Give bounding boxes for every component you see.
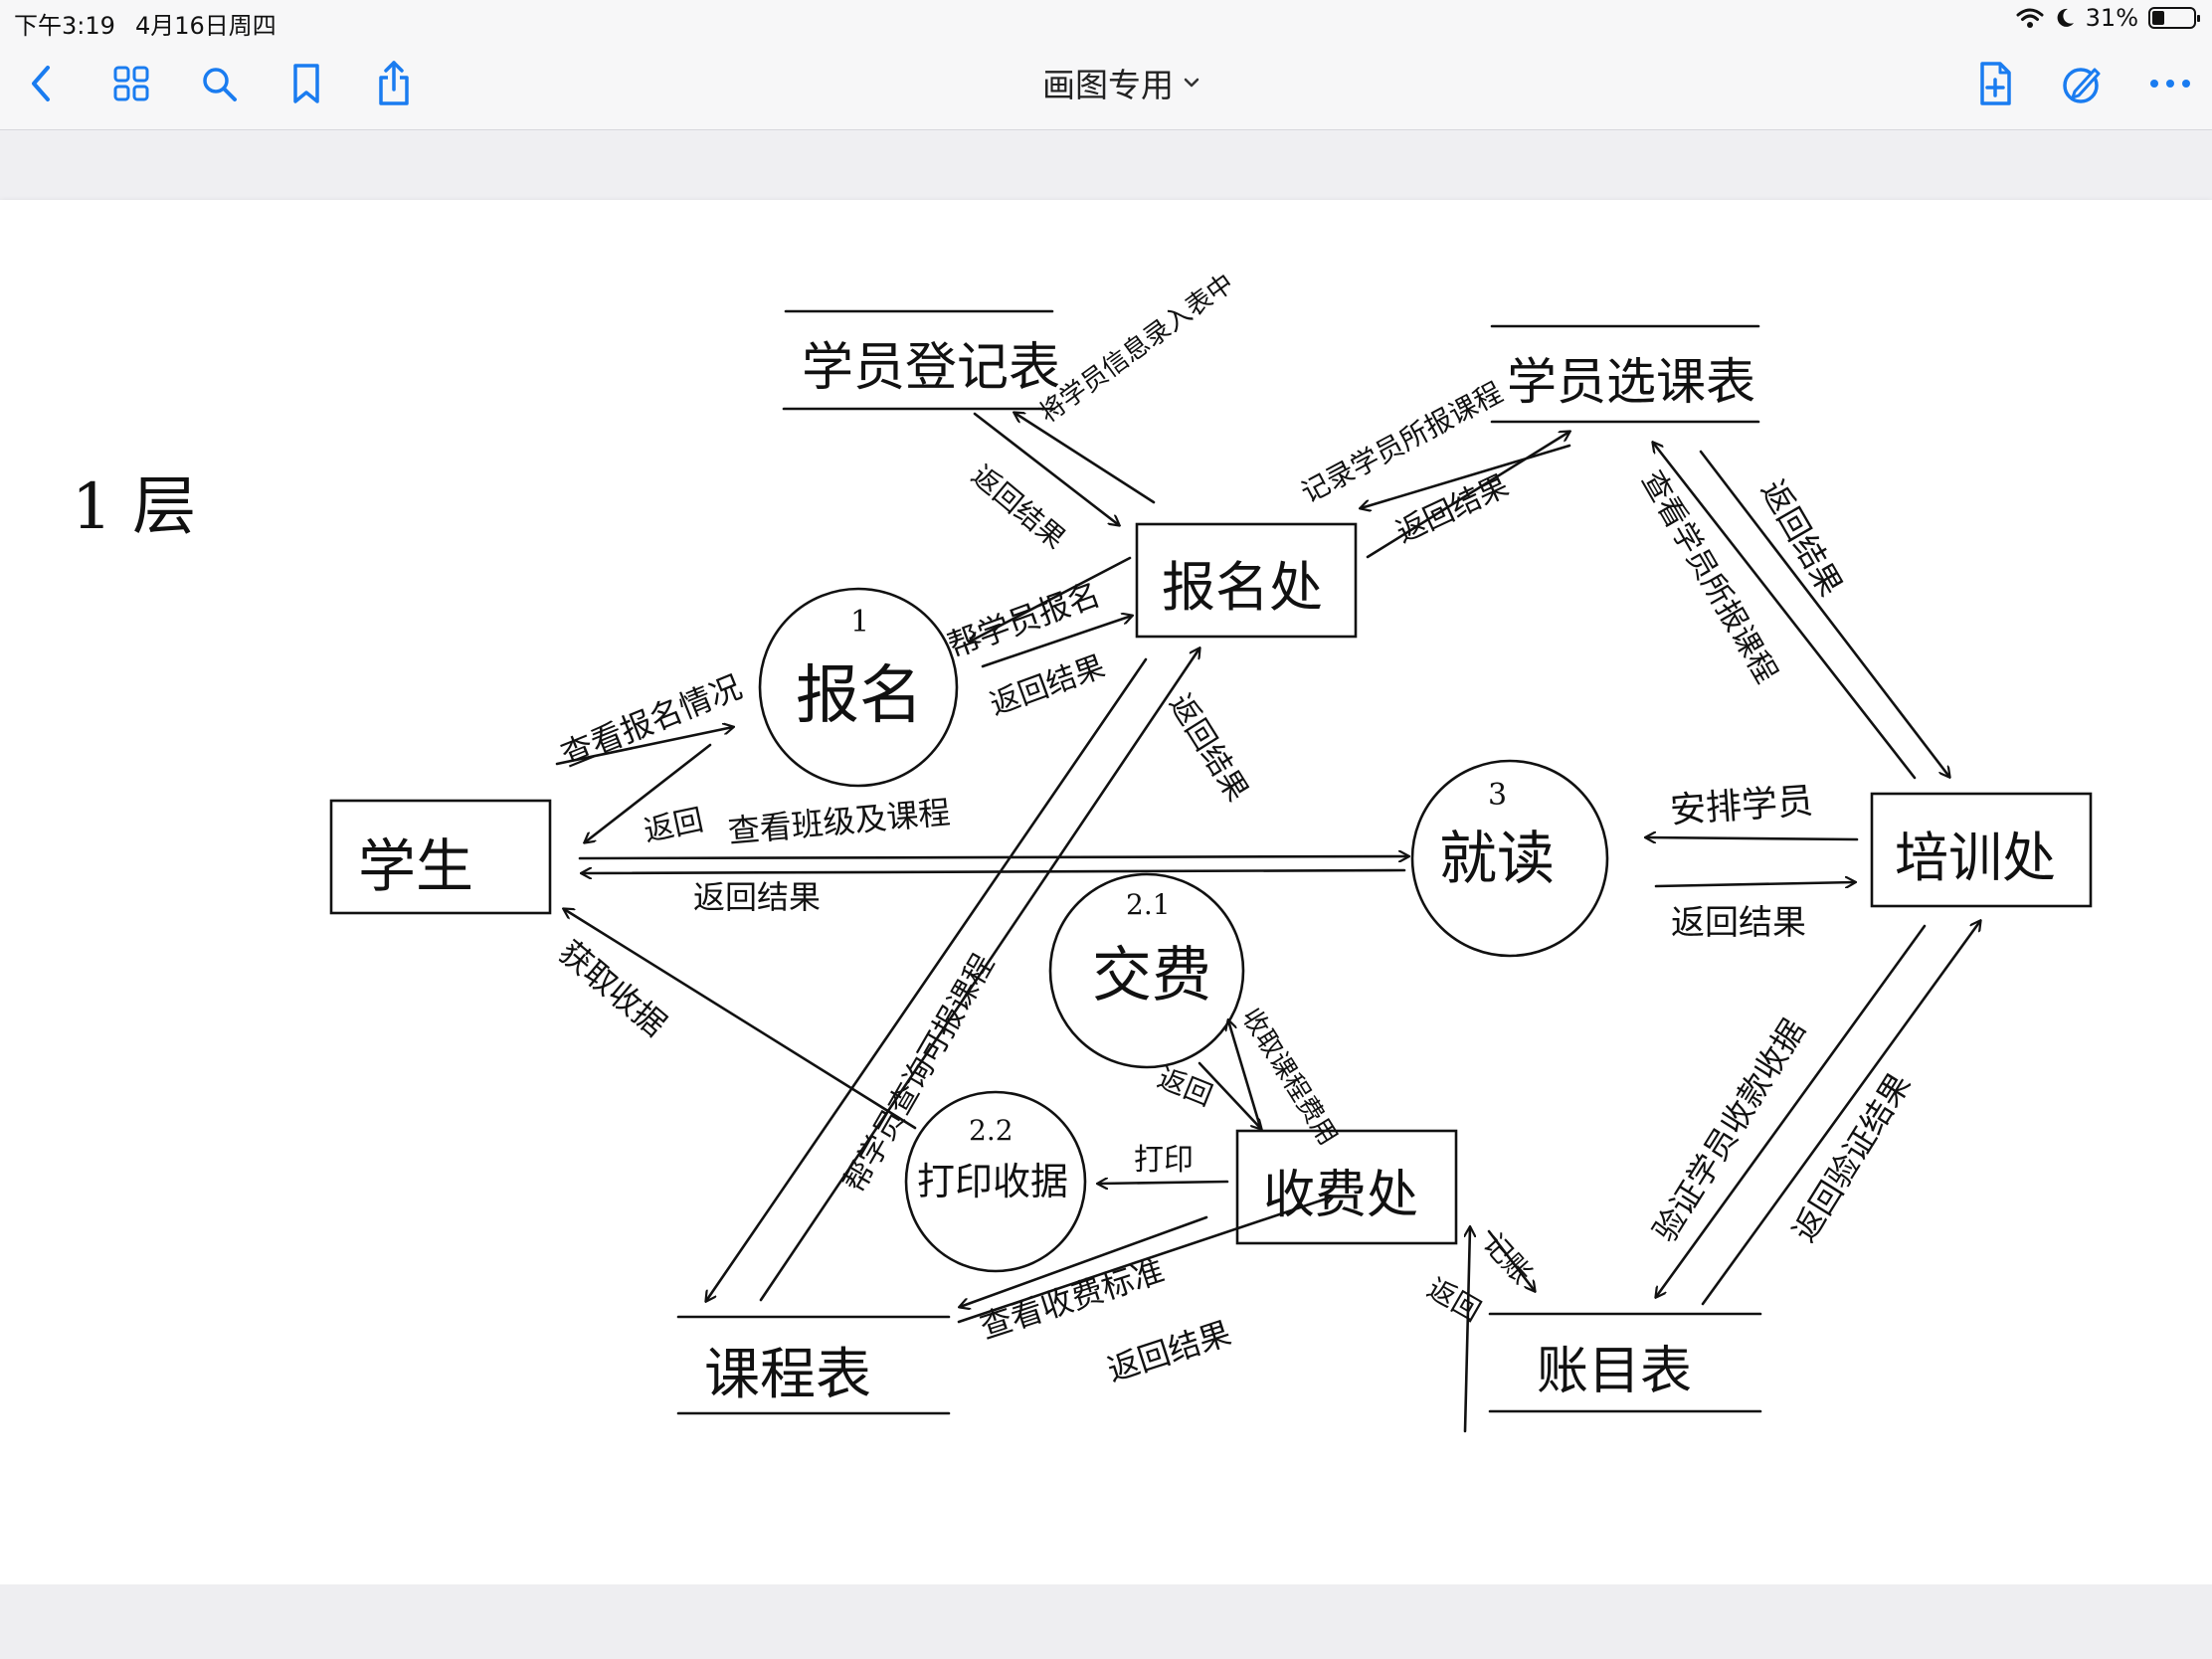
process-2-1-label: 交费 [1092,941,1211,1011]
toolbar-shadow-area [0,130,2212,200]
flow-label-collect-fees: 收取课程费用 [1235,1004,1343,1151]
flow-lines [555,413,1980,1433]
process-2-2-circle [904,1090,1087,1273]
status-date: 4月16日周四 [135,12,276,40]
battery-percent: 31% [2085,4,2138,32]
battery-icon [2148,7,2200,29]
flow-label-return-verify: 返回验证结果 [1785,1066,1919,1248]
bottom-background [0,1584,2212,1659]
document-title-menu[interactable]: 画图专用 [1007,60,1235,105]
flow-label-return-2: 返回 [1153,1061,1216,1113]
student-registry-label: 学员登记表 [802,338,1060,398]
flow-label-view-registration: 查看报名情况 [556,667,747,774]
entity-student-box [329,799,552,915]
flow-label-return-student: 返回 [641,803,706,849]
document-title: 画图专用 [1042,66,1174,104]
pen-icon [2063,68,2101,103]
process-3-label: 就读 [1439,825,1555,892]
add-page-icon [1980,62,2011,105]
registration-office-label: 报名处 [1162,556,1323,619]
markup-button[interactable] [2055,56,2111,111]
flow-label-return-result-8: 返回结果 [1103,1314,1235,1389]
search-icon [203,68,237,101]
flow-label-return-result-6: 返回结果 [1671,903,1806,943]
account-table-label: 账目表 [1537,1342,1692,1401]
datastore-course-table-lines [676,1315,951,1415]
datastore-course-selection-lines [1490,324,1760,424]
more-button[interactable] [2142,56,2198,111]
flow-label-record-account: 记账 [1477,1227,1539,1291]
process-2-2-number: 2.2 [969,1114,1014,1147]
flow-label-return-3: 返回 [1422,1271,1487,1328]
status-indicators: 31% [2016,4,2200,32]
flow-label-write-info: 将学员信息录入表中 [1033,269,1239,430]
bookmark-button[interactable] [278,56,334,111]
status-time: 下午3:19 [14,12,115,40]
back-button[interactable] [14,56,70,111]
search-button[interactable] [191,56,247,111]
datastore-student-registry-lines [782,309,1056,411]
process-2-1-circle [1048,872,1245,1069]
datastore-account-table-lines [1488,1312,1762,1413]
entity-fee-office-box [1235,1129,1458,1245]
bookmark-icon [293,64,319,103]
process-3-number: 3 [1488,778,1507,813]
process-2-2-label: 打印收据 [917,1160,1068,1203]
entity-registration-office-box [1135,522,1358,639]
wifi-icon [2016,8,2044,28]
share-icon [379,61,409,105]
process-1-circle [758,587,959,788]
thumbnails-button[interactable] [103,56,159,111]
add-page-button[interactable] [1967,56,2023,111]
fee-office-label: 收费处 [1263,1166,1418,1225]
more-icon [2150,80,2190,88]
flow-label-verify-receipt: 验证学员收款收据 [1646,1013,1813,1248]
flow-label-arrange-students: 安排学员 [1669,781,1815,831]
entity-training-office-box [1870,792,2093,908]
document-page[interactable]: 1 层 学生 报名处 培训处 收费处 学员登记表 学员选课表 课程表 账目表 1… [0,200,2212,1584]
moon-icon [2057,8,2074,27]
back-icon [32,66,50,101]
data-flow-diagram: 1 层 学生 报名处 培训处 收费处 学员登记表 学员选课表 课程表 账目表 1… [72,269,2093,1433]
chevron-down-icon [1184,78,1199,88]
process-1-number: 1 [850,605,869,640]
process-1-label: 报名 [796,659,923,733]
process-2-1-number: 2.1 [1126,888,1171,921]
process-3-circle [1410,759,1609,958]
status-bar: 下午3:19 4月16日周四 31% [0,0,2212,40]
course-table-label: 课程表 [704,1343,871,1407]
training-office-label: 培训处 [1895,827,2056,889]
level-label: 1 层 [72,470,196,544]
flow-label-view-classes: 查看班级及课程 [726,794,951,850]
flow-label-return-result: 返回结果 [693,878,821,916]
flow-label-get-receipt: 获取收据 [552,933,673,1043]
flow-label-return-result-3: 返回结果 [966,459,1072,555]
flow-label-print: 打印 [1134,1143,1194,1178]
student-label: 学生 [358,832,473,900]
toolbar: 画图专用 [0,40,2212,130]
grid-icon [113,66,149,101]
flow-label-return-result-7: 返回结果 [1162,688,1254,808]
share-button[interactable] [366,56,422,111]
course-selection-label: 学员选课表 [1507,353,1755,411]
